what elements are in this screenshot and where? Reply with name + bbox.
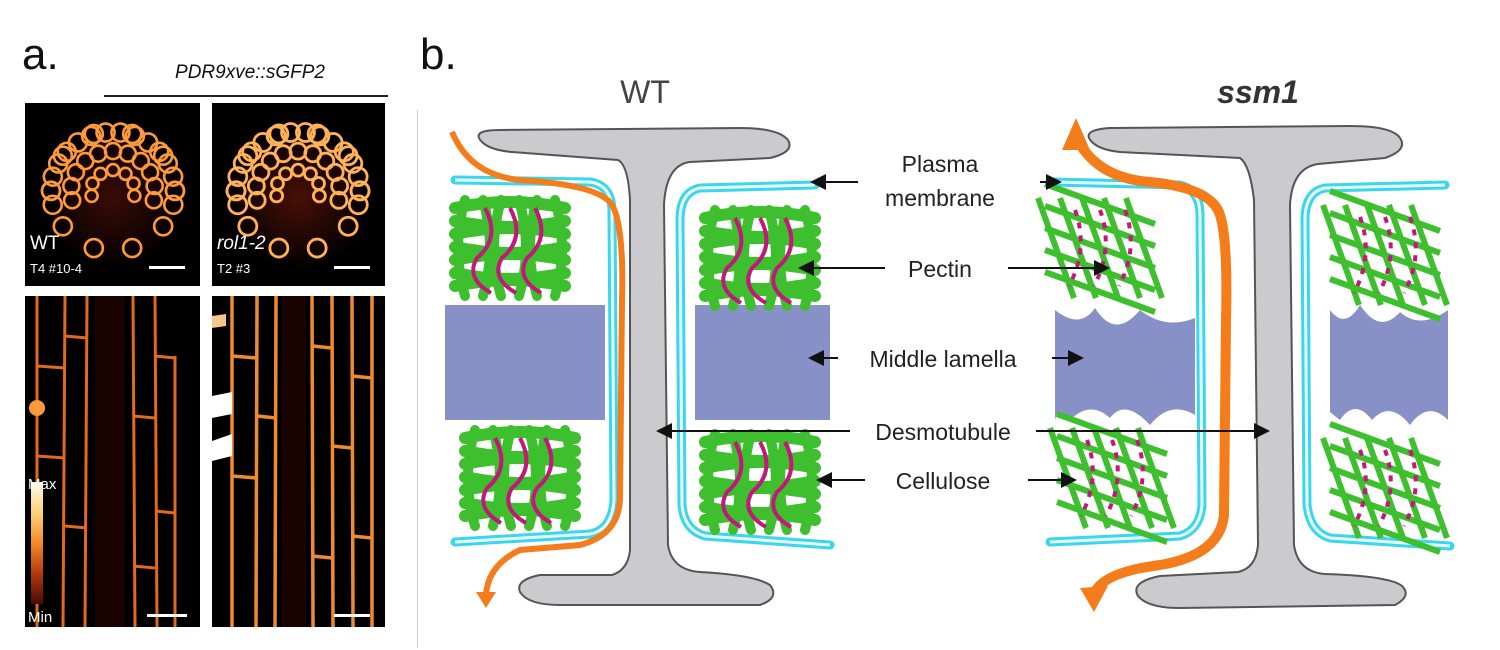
label-desmotubule: Desmotubule (875, 419, 1011, 445)
scale-bar (147, 614, 187, 617)
scale-bar (149, 266, 185, 269)
label-pectin: Pectin (908, 256, 972, 282)
micrograph-wt-cross-section: WT T4 #10-4 (25, 103, 200, 286)
line-label-rol1-2: T2 #3 (217, 261, 251, 276)
scale-bar (334, 614, 370, 617)
column-title-ssm1: ssm1 (1217, 74, 1299, 110)
genotype-label-wt: WT (30, 233, 60, 254)
middle-lamella-ssm1-left (1055, 308, 1195, 425)
cellulose-pectin-cluster (1320, 188, 1450, 322)
cellulose-pectin-cluster (449, 195, 571, 301)
panel-b-label: b. (420, 30, 457, 79)
desmotubule-wt (477, 126, 791, 606)
intensity-colorbar (31, 482, 43, 604)
cellulose-pectin-cluster (699, 205, 821, 311)
flow-arrow-ssm1 (1070, 132, 1232, 595)
column-title-wt: WT (620, 74, 670, 110)
desmotubule-ssm1 (1087, 124, 1407, 610)
middle-lamella-wt-left (445, 305, 605, 420)
colorbar-max-label: Max (28, 476, 57, 493)
label-plasma: Plasma (902, 151, 979, 177)
cellulose-pectin-cluster (1035, 181, 1165, 315)
panel-divider (417, 110, 418, 648)
panel-a-label: a. (22, 30, 59, 79)
construct-label: PDR9xve::sGFP2 (175, 62, 325, 83)
cellulose-pectin-cluster (1320, 421, 1450, 555)
label-middle-lamella: Middle lamella (869, 346, 1016, 372)
cellulose-pectin-cluster (459, 425, 581, 531)
cellulose-pectin-cluster (1047, 411, 1177, 545)
label-membrane: membrane (885, 185, 995, 211)
flow-arrow-wt (449, 130, 626, 596)
genotype-label-rol1-2: rol1-2 (217, 233, 266, 254)
line-label-wt: T4 #10-4 (30, 261, 83, 276)
middle-lamella-ssm1-right (1330, 305, 1448, 425)
construct-underline (104, 95, 388, 97)
micrograph-wt-longitudinal: Max Min (25, 296, 200, 627)
micrograph-rol1-2-cross-section: rol1-2 T2 #3 (212, 103, 385, 286)
label-cellulose: Cellulose (896, 468, 991, 494)
scale-bar (334, 266, 370, 269)
middle-lamella-wt-right (695, 305, 830, 420)
micrograph-rol1-2-longitudinal (212, 296, 385, 627)
colorbar-min-label: Min (28, 609, 53, 626)
cellulose-pectin-cluster (699, 429, 821, 535)
